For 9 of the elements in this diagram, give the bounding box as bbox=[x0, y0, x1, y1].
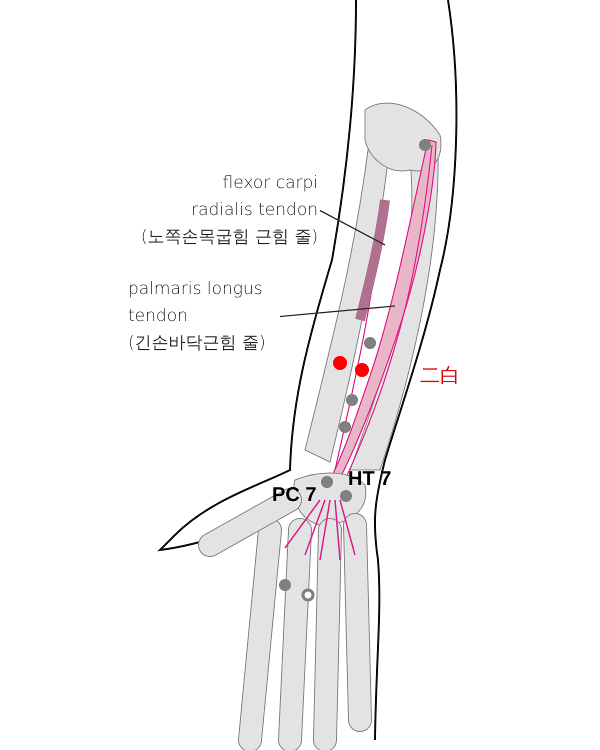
acupoint-label: 二白 bbox=[420, 362, 460, 389]
leader-line bbox=[280, 305, 396, 318]
tendon-name: flexor carpi radialis tendon bbox=[190, 172, 318, 222]
tendon-name: palmaris longus tendon bbox=[128, 278, 264, 328]
leader-line bbox=[320, 210, 386, 246]
point-code: HT 7 bbox=[348, 468, 392, 491]
korean-name: (노쪽손목굽힘 근힘 줄) bbox=[140, 226, 318, 249]
korean-name: (긴손바닥근힘 줄) bbox=[128, 332, 267, 355]
point-code: PC 7 bbox=[272, 484, 316, 507]
